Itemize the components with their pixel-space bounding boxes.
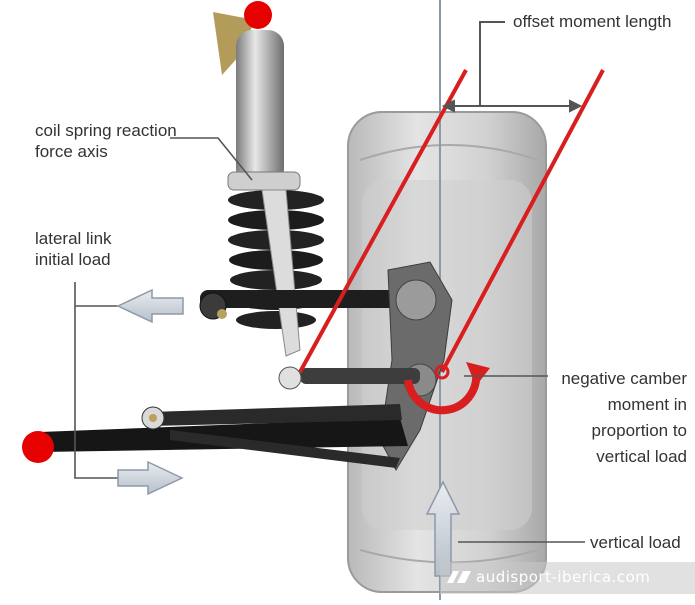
offset-moment-lines [298, 69, 605, 373]
negative-camber-label-line-1: negative camber [561, 369, 687, 388]
watermark-backdrop [440, 562, 695, 594]
lateral-link-label: lateral link initial load [35, 228, 112, 270]
coil-spring-label-line-1: coil spring reaction [35, 121, 177, 140]
strut-mount [278, 366, 302, 390]
vertical-load-label: vertical load [590, 533, 681, 552]
arrow-left-icon [116, 288, 184, 324]
watermark-logo-icon [447, 571, 471, 583]
top-mount-marker [244, 1, 272, 29]
offset-dimension [441, 21, 583, 113]
upper-lateral-link [199, 290, 400, 320]
camber-moment-icon [404, 362, 490, 415]
arrow-right-icon [117, 460, 184, 496]
negative-camber-label: negative camber moment in proportion to … [561, 366, 687, 470]
chassis-mount-marker [22, 431, 54, 463]
negative-camber-label-line-3: proportion to [591, 421, 687, 440]
watermark: audisport-iberica.com [447, 568, 650, 586]
lower-lateral-links [40, 404, 408, 468]
leader-lines [74, 137, 585, 543]
lateral-link-label-line-2: initial load [35, 250, 111, 269]
coil-spring-label-line-2: force axis [35, 142, 108, 161]
negative-camber-label-line-2: moment in [607, 395, 687, 414]
watermark-text: audisport-iberica.com [476, 568, 651, 586]
negative-camber-label-line-4: vertical load [596, 447, 687, 466]
coil-spring-label: coil spring reaction force axis [35, 120, 177, 162]
strut [213, 12, 301, 191]
lateral-link-label-line-1: lateral link [35, 229, 112, 248]
offset-moment-label: offset moment length [513, 12, 672, 31]
